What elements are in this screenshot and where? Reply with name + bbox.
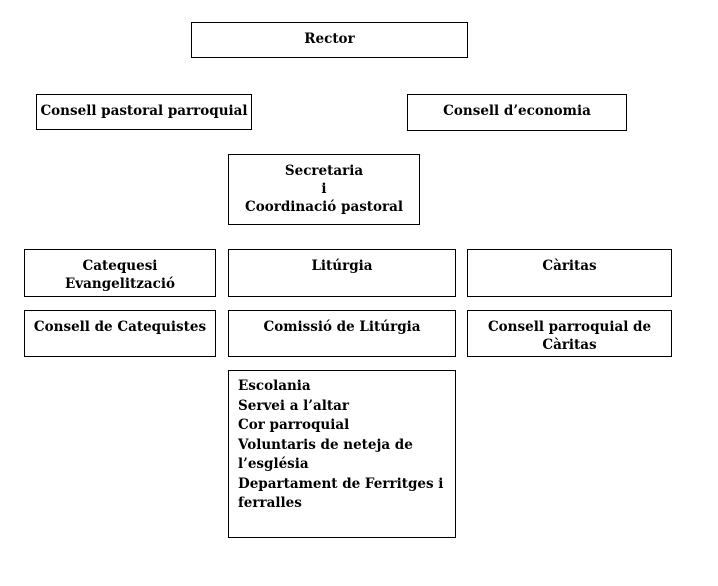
secretaria-line3: Coordinació pastoral [244,199,404,215]
group-departament-line1: Departament de Ferritges i [238,475,444,492]
consell-pastoral-label: Consell pastoral parroquial [40,103,248,119]
group-cor-parroquial: Cor parroquial [238,417,350,433]
group-escolania: Escolania [238,378,311,394]
secretaria-line1: Secretaria [284,163,364,179]
consell-caritas-line1: Consell parroquial de [487,319,652,335]
secretaria-box: Secretaria i Coordinació pastoral [228,154,420,225]
group-voluntaris-line1: Voluntaris de neteja de [238,436,413,453]
comissio-liturgia-label: Comissió de Litúrgia [263,319,421,335]
consell-catequistes-box: Consell de Catequistes [24,310,216,357]
liturgia-box: Litúrgia [228,249,456,297]
rector-label: Rector [304,31,355,47]
group-servei-altar: Servei a l’altar [238,397,349,414]
consell-catequistes-label: Consell de Catequistes [33,319,207,335]
consell-caritas-box: Consell parroquial de Càritas [467,310,672,357]
consell-economia-box: Consell d’economia [407,94,627,131]
rector-box: Rector [191,22,468,58]
catequesi-box: Catequesi Evangelització [24,249,216,297]
catequesi-line2: Evangelització [65,276,175,292]
comissio-liturgia-box: Comissió de Litúrgia [228,310,456,357]
consell-economia-label: Consell d’economia [443,103,591,119]
caritas-label: Càritas [542,258,597,274]
group-departament-line2: ferralles [238,495,302,511]
secretaria-line2: i [321,181,327,197]
consell-pastoral-box: Consell pastoral parroquial [36,94,252,130]
consell-caritas-line2: Càritas [542,337,597,353]
group-voluntaris-line2: l’església [238,456,309,472]
liturgia-groups-box: Escolania Servei a l’altar Cor parroquia… [228,370,456,538]
caritas-box: Càritas [467,249,672,297]
liturgia-label: Litúrgia [311,258,373,274]
catequesi-line1: Catequesi [82,258,158,274]
